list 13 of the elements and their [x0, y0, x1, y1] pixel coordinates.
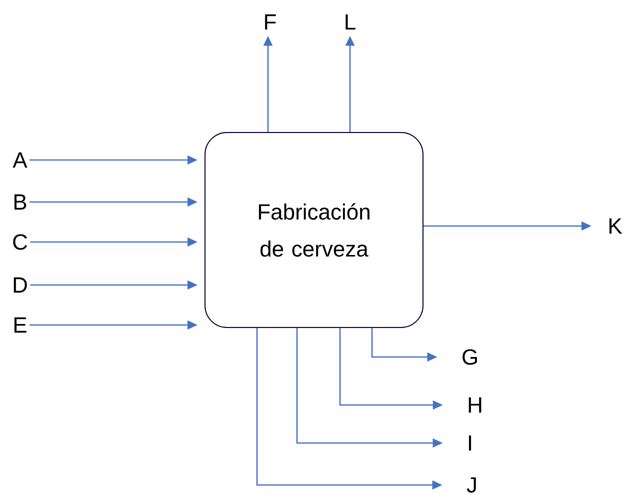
flow-label: D — [14, 277, 27, 293]
flow-label: A — [12, 152, 28, 168]
flow-label: I — [468, 435, 472, 451]
flow-label: K — [609, 218, 622, 234]
flow-label: E — [14, 317, 26, 333]
flow-label: F — [265, 14, 276, 30]
process-box: Fabricación de cerveza — [204, 132, 424, 328]
flow-label: B — [14, 194, 26, 210]
flow-label: C — [13, 234, 28, 250]
flow-label: H — [468, 397, 482, 413]
flow-label: G — [462, 349, 477, 365]
flow-label: J — [466, 477, 476, 493]
flow-label: L — [346, 14, 356, 30]
